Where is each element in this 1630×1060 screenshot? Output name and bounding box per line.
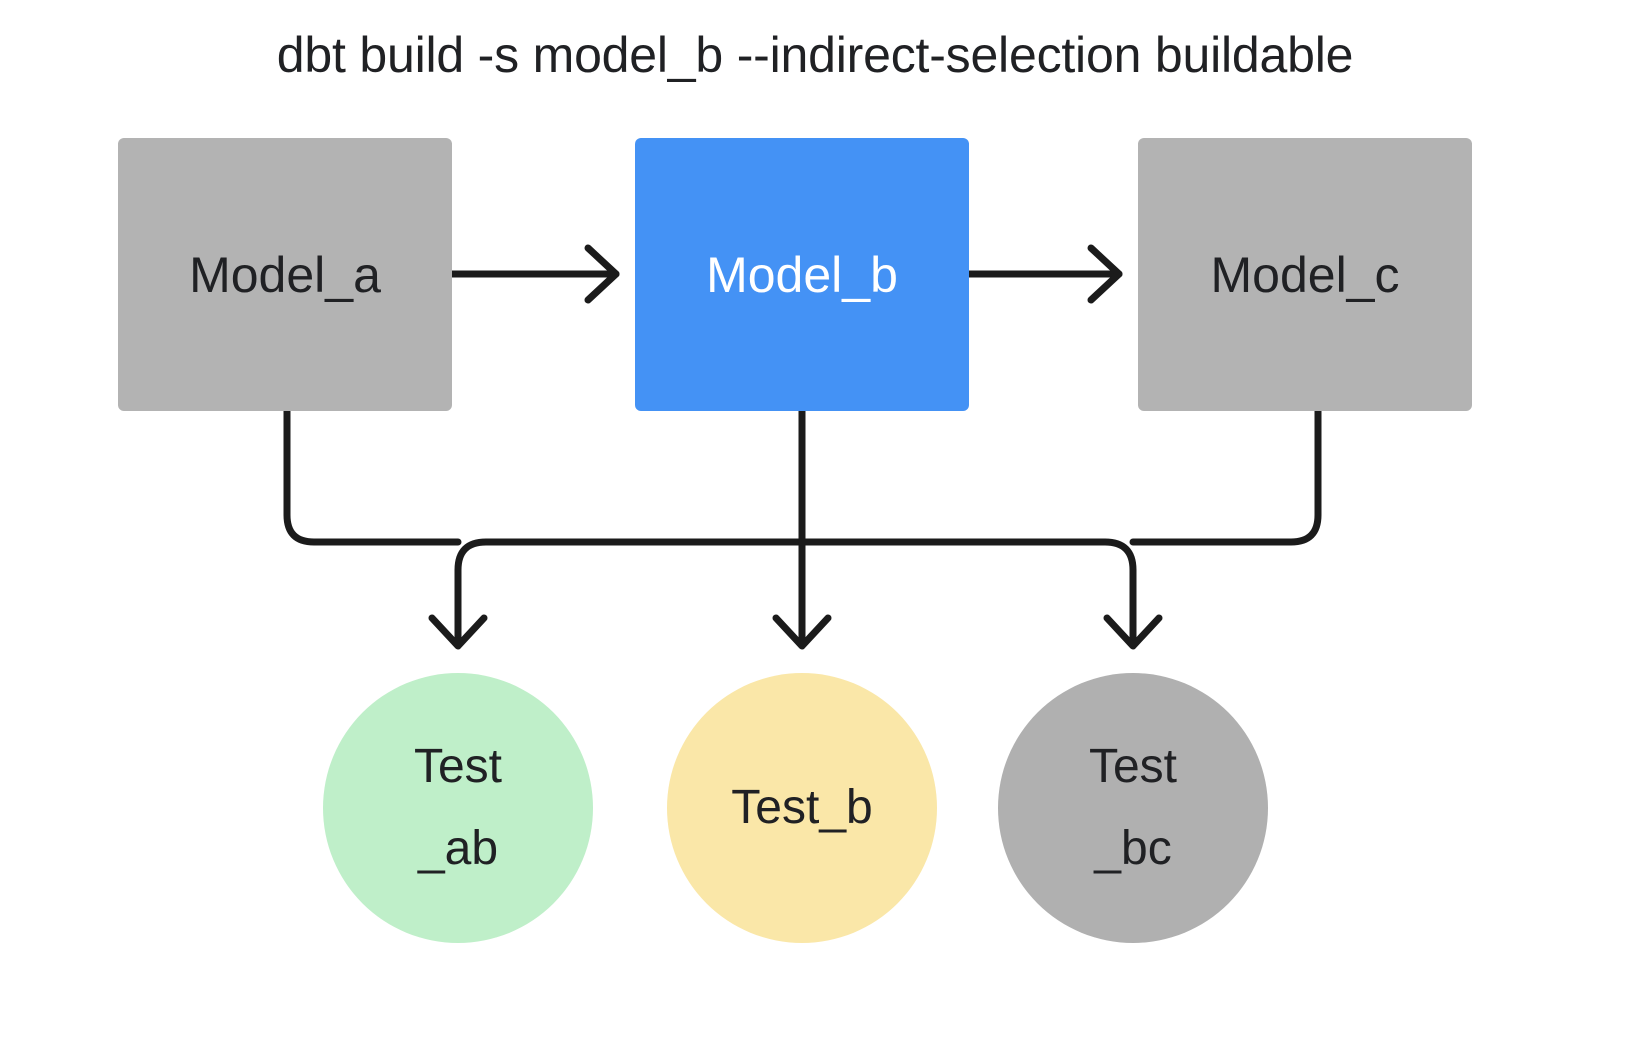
node-test-ab-label-line-2: _ab [417,822,499,875]
edge-model_b-test_b [772,407,832,650]
edge-model_b-test_ab [428,538,806,650]
node-test-bc-label-line-2: _bc [1094,822,1172,875]
edge-model_a-model_b [448,244,620,304]
edge-model_c-test_bc [1129,407,1322,546]
node-test-bc[interactable]: Test _bc [998,673,1268,943]
edge-model_a-test_ab [283,407,462,546]
node-test-b-label-line-1: Test_b [731,781,873,835]
node-model-b-label: Model_b [706,246,898,303]
node-test-ab[interactable]: Test _ab [323,673,593,943]
node-model-c-label: Model_c [1210,246,1400,303]
node-model-b[interactable]: Model_b [635,138,969,411]
node-test-bc-label-line-1: Test [1088,740,1178,794]
edge-model_b-model_c [965,244,1123,304]
node-test-ab-label-line-1: Test [413,740,503,794]
node-model-c[interactable]: Model_c [1138,138,1472,411]
node-model-a[interactable]: Model_a [118,138,452,411]
edge-model_b-test_bc [798,538,1163,650]
node-test-b[interactable]: Test_b [667,673,937,943]
node-model-a-label: Model_a [189,246,381,303]
page-title: dbt build -s model_b --indirect-selectio… [276,27,1354,83]
